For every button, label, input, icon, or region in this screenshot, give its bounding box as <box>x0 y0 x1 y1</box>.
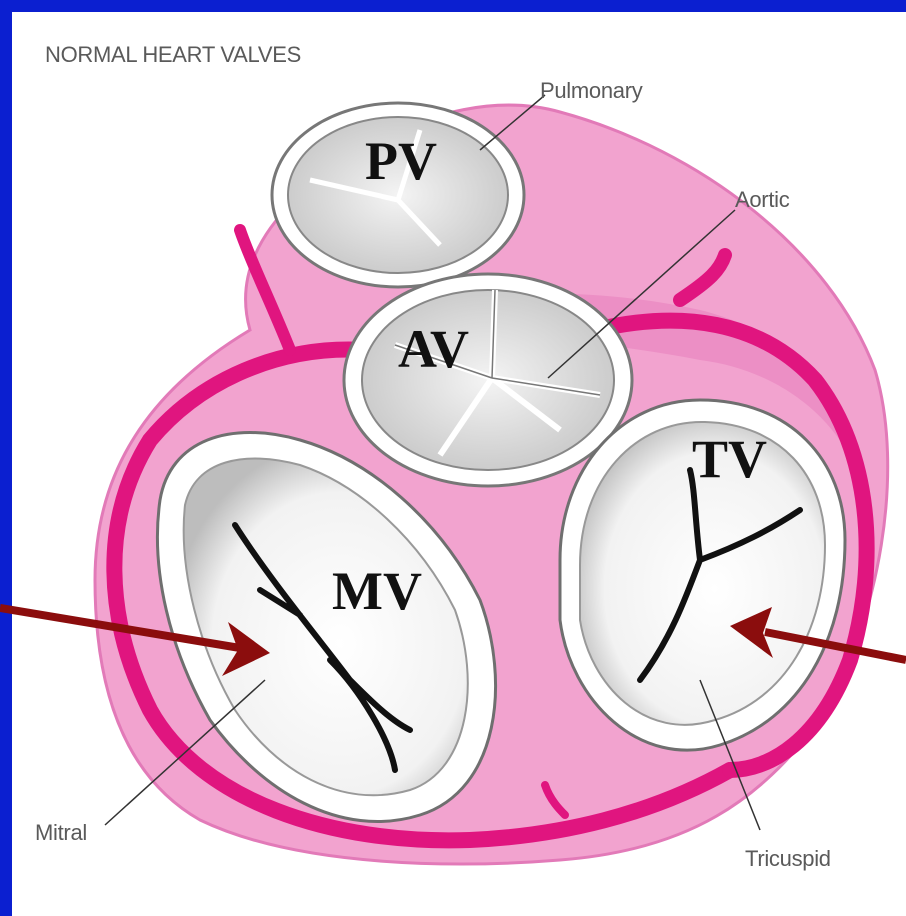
tv-label: TV <box>692 428 767 490</box>
aortic-valve <box>344 274 632 486</box>
pv-label: PV <box>365 130 437 192</box>
diagram-heading: NORMAL HEART VALVES <box>45 42 301 68</box>
pulmonary-caption: Pulmonary <box>540 78 642 104</box>
mv-label: MV <box>332 560 422 622</box>
aortic-caption: Aortic <box>735 187 789 213</box>
mitral-caption: Mitral <box>35 820 87 846</box>
av-label: AV <box>398 318 469 380</box>
tricuspid-caption: Tricuspid <box>745 846 831 872</box>
